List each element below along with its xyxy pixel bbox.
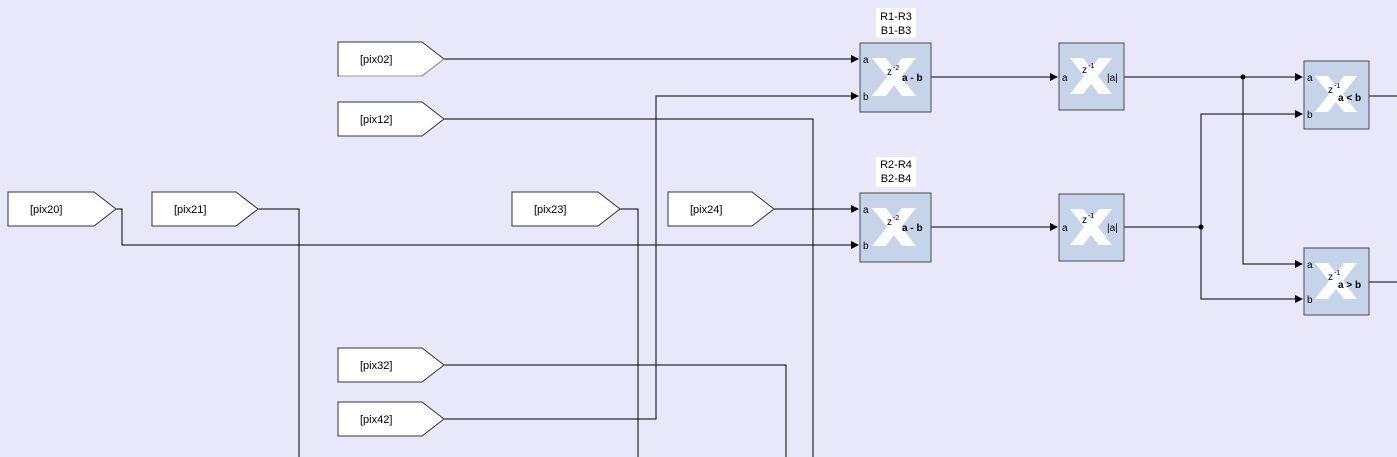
- from-tag-pix20[interactable]: [pix20]: [7, 191, 117, 227]
- annotation-line: B2-B4: [881, 173, 912, 185]
- from-tag-pix24[interactable]: [pix24]: [667, 191, 775, 227]
- operator-label: a > b: [1338, 280, 1361, 291]
- relational-block-lt[interactable]: a b z -1 a < b: [1303, 60, 1370, 130]
- port-label-a: a: [1307, 73, 1313, 84]
- goto-tags: [pix02] [pix12] [pix20] [pix21] [pix23] …: [7, 41, 775, 437]
- tag-label: [pix24]: [690, 204, 722, 216]
- subtract-block-sub1[interactable]: a b z -2 a - b: [859, 42, 932, 113]
- port-label-a: a: [1062, 223, 1068, 234]
- latency-exponent: -1: [1088, 213, 1094, 220]
- wire-pix21[interactable]: [258, 208, 300, 457]
- from-tag-pix12[interactable]: [pix12]: [337, 101, 445, 137]
- latency-label: z: [1082, 215, 1087, 226]
- abs-block-abs2[interactable]: a z -1 |a|: [1058, 193, 1125, 262]
- wire-pix42-sub1-b[interactable]: [444, 92, 859, 420]
- latency-label: z: [1328, 85, 1333, 96]
- from-tag-pix32[interactable]: [pix32]: [337, 347, 445, 383]
- operator-label: |a|: [1107, 223, 1118, 234]
- annotation-line: R2-R4: [880, 159, 912, 171]
- xilinx-logo-icon: [872, 58, 916, 96]
- latency-label: z: [887, 67, 892, 78]
- abs-block-abs1[interactable]: a z -1 |a|: [1058, 42, 1125, 111]
- tag-label: [pix32]: [360, 360, 392, 372]
- latency-label: z: [1082, 65, 1087, 76]
- junction-dot: [1198, 224, 1204, 230]
- wires: [116, 55, 1397, 457]
- latency-exponent: -1: [1334, 270, 1340, 277]
- from-tag-pix02[interactable]: [pix02]: [337, 41, 445, 77]
- port-label-a: a: [1062, 73, 1068, 84]
- operator-label: |a|: [1107, 73, 1118, 84]
- from-tag-pix23[interactable]: [pix23]: [511, 191, 621, 227]
- port-label-b: b: [863, 241, 869, 252]
- tag-label: [pix21]: [174, 204, 206, 216]
- latency-label: z: [1328, 272, 1333, 283]
- port-label-b: b: [863, 92, 869, 103]
- tag-label: [pix12]: [360, 114, 392, 126]
- tag-label: [pix23]: [534, 204, 566, 216]
- xilinx-logo-icon: [872, 208, 916, 246]
- xilinx-logo-icon: [1315, 263, 1357, 299]
- port-label-a: a: [863, 205, 869, 216]
- operator-label: a - b: [902, 73, 923, 84]
- xilinx-logo-icon: [1315, 76, 1357, 112]
- operator-label: a - b: [902, 223, 923, 234]
- latency-label: z: [887, 217, 892, 228]
- wire-pix12[interactable]: [444, 118, 814, 457]
- latency-exponent: -1: [1334, 83, 1340, 90]
- wire-abs2-gt-b[interactable]: [1200, 227, 1303, 303]
- subtract-block-sub2[interactable]: a b z -2 a - b: [859, 192, 932, 263]
- port-label-a: a: [863, 55, 869, 66]
- annotation-line: R1-R3: [880, 11, 912, 23]
- block-annotation-sub1: R1-R3 B1-B3: [876, 8, 916, 38]
- from-tag-pix21[interactable]: [pix21]: [151, 191, 259, 227]
- annotation-line: B1-B3: [881, 25, 912, 37]
- xilinx-logo-icon: [1070, 58, 1112, 94]
- latency-exponent: -1: [1088, 63, 1094, 70]
- wire-pix32[interactable]: [444, 364, 787, 457]
- junction-dot: [1240, 74, 1246, 80]
- tag-label: [pix02]: [360, 54, 392, 66]
- relational-block-gt[interactable]: a b z -1 a > b: [1303, 247, 1370, 316]
- latency-exponent: -2: [893, 65, 899, 72]
- wire-pix20-sub2-b[interactable]: [116, 208, 859, 249]
- from-tag-pix42[interactable]: [pix42]: [337, 401, 445, 437]
- block-annotation-sub2: R2-R4 B2-B4: [876, 157, 916, 187]
- wire-abs1-gt-a[interactable]: [1242, 77, 1303, 268]
- latency-exponent: -2: [893, 215, 899, 222]
- port-label-b: b: [1307, 110, 1313, 121]
- tag-label: [pix42]: [360, 414, 392, 426]
- wire-abs2-lt-b[interactable]: [1200, 110, 1303, 227]
- port-label-a: a: [1307, 260, 1313, 271]
- tag-label: [pix20]: [30, 204, 62, 216]
- port-label-b: b: [1307, 295, 1313, 306]
- xilinx-logo-icon: [1070, 209, 1112, 245]
- wire-pix23[interactable]: [620, 208, 639, 457]
- operator-label: a < b: [1338, 93, 1361, 104]
